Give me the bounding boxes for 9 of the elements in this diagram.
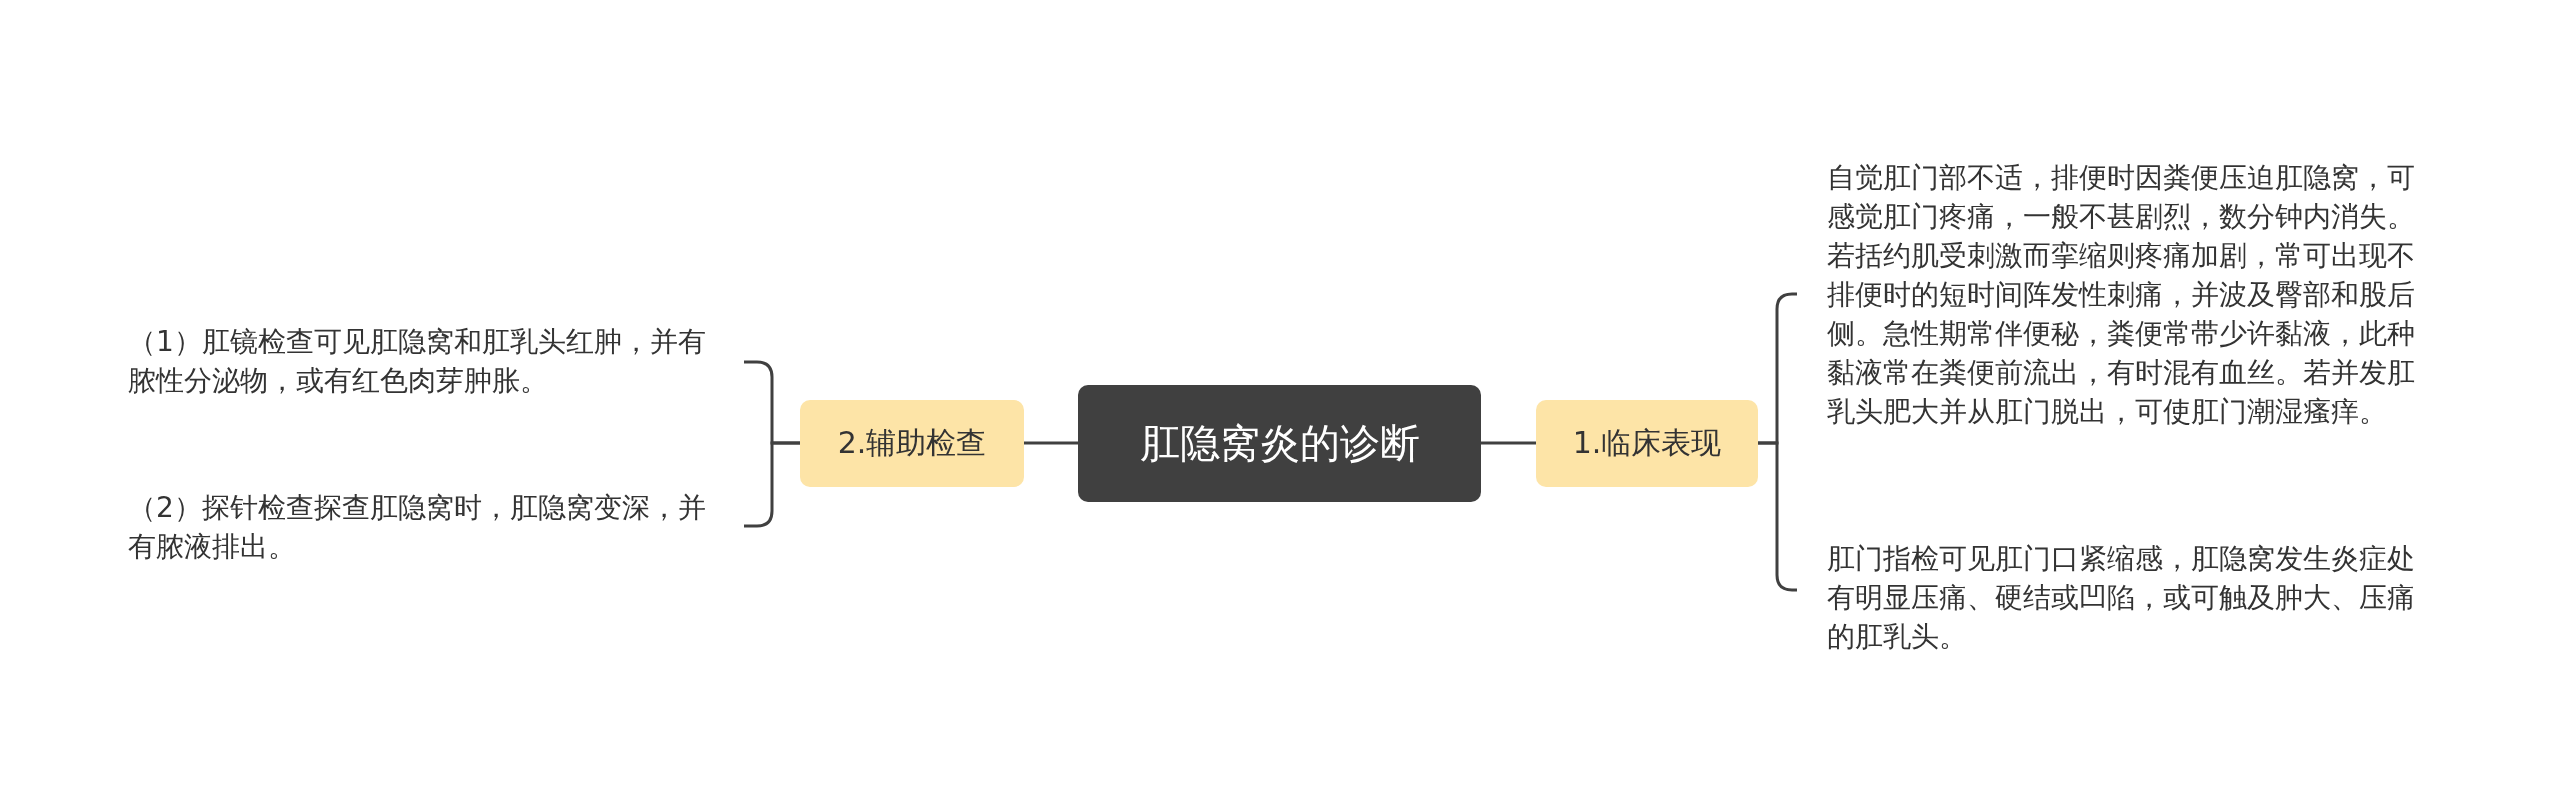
connector-line — [1481, 441, 1536, 445]
note-text: （2）探针检查探查肛隐窝时，肛隐窝变深，并有脓液排出。 — [128, 486, 744, 568]
connector-line — [1024, 441, 1078, 445]
note-text: 肛门指检可见肛门口紧缩感，肛隐窝发生炎症处有明显压痛、硬结或凹陷，或可触及肿大、压痛的肛乳头。 — [1797, 535, 2427, 659]
note-text: 自觉肛门部不适，排便时因粪便压迫肛隐窝，可感觉肛门疼痛，一般不甚剧烈，数分钟内消失。若括约肌受刺激而挛缩则疼痛加剧，常可出现不排便时的短时间阵发性刺痛，并波及臀部和股后侧。急性期常伴便秘，粪便常带少许黏液，此种黏液常在粪便前流出，有时混有血丝。若并发肛乳头肥大并从肛门脱出，可使肛门潮湿瘙痒。 — [1797, 140, 2427, 448]
branch-box: 1.临床表现 — [1536, 400, 1758, 487]
central-topic-box: 肛隐窝炎的诊断 — [1078, 385, 1481, 502]
branch-box: 2.辅助检查 — [800, 400, 1024, 487]
note-text: （1）肛镜检查可见肛隐窝和肛乳头红肿，并有脓性分泌物，或有红色肉芽肿胀。 — [128, 320, 744, 402]
